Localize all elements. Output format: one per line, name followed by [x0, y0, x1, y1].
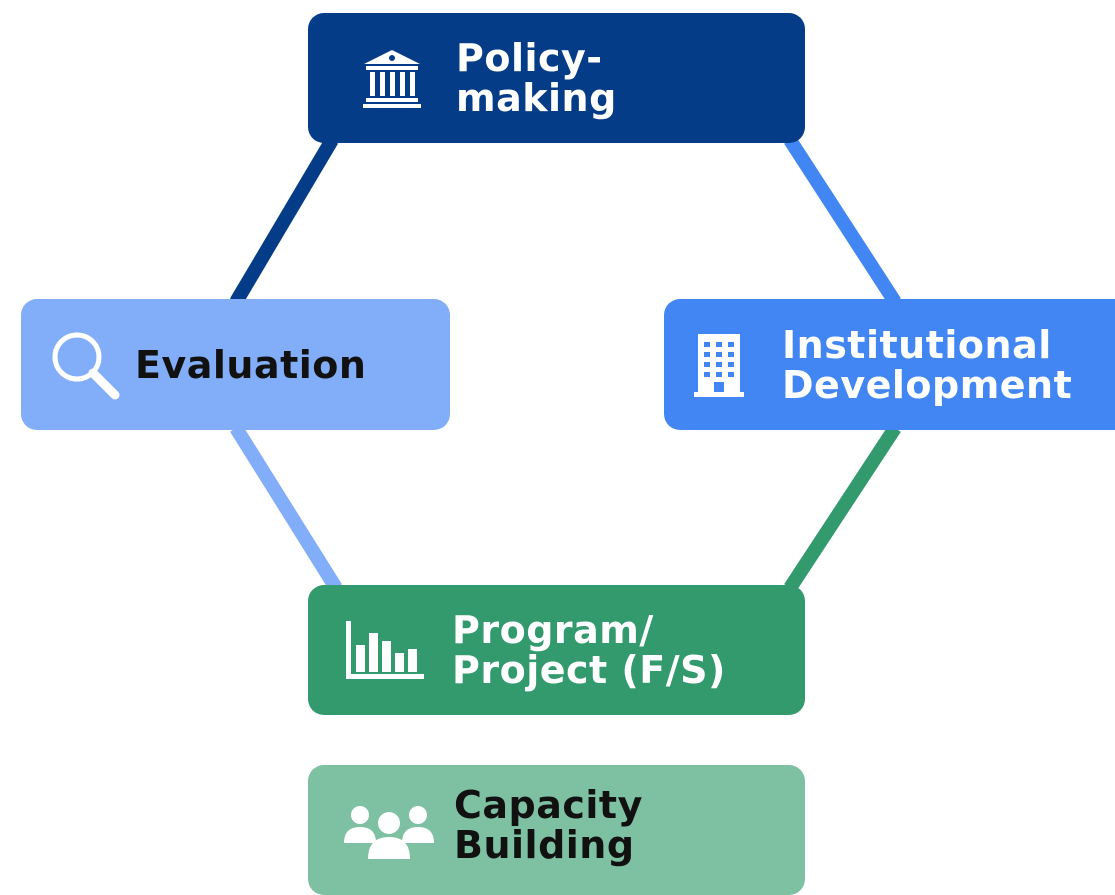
node-label: Policy- making [456, 36, 617, 120]
institution-icon [360, 46, 424, 110]
node-label: Evaluation [135, 342, 367, 387]
node-policy-making: Policy- making [308, 13, 805, 143]
node-evaluation: Evaluation [21, 299, 450, 430]
edge-program-to-evaluation [230, 424, 342, 592]
node-label: Program/ Project (F/S) [452, 608, 726, 692]
edge-policy-to-institutional [784, 136, 901, 306]
building-icon [694, 332, 744, 398]
node-capacity-building: Capacity Building [308, 765, 805, 895]
node-label: Capacity Building [454, 783, 643, 867]
edge-institutional-to-program [784, 424, 901, 592]
people-icon [344, 803, 434, 859]
search-icon [47, 327, 123, 403]
edge-evaluation-to-policy [229, 136, 339, 306]
bar-chart-icon [344, 619, 426, 681]
node-institutional-development: Institutional Development [664, 299, 1115, 430]
node-program-project: Program/ Project (F/S) [308, 585, 805, 715]
node-label: Institutional Development [782, 322, 1073, 407]
